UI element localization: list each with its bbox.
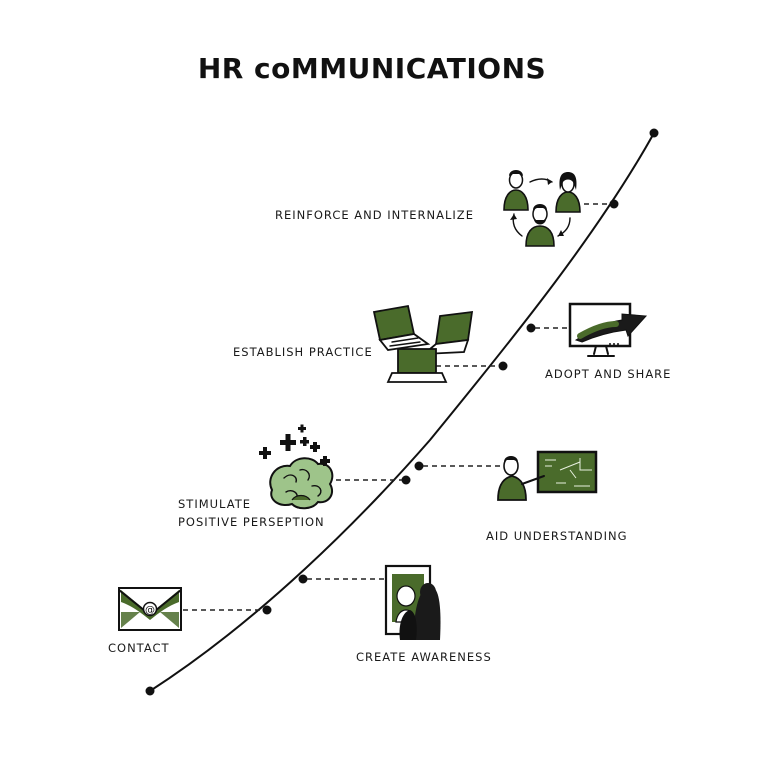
step-dot-adopt-share: [526, 323, 536, 333]
laptops-icon: [372, 304, 474, 383]
monitor-arrow-icon: [568, 302, 648, 357]
teacher-chalkboard-icon: [497, 450, 598, 501]
diagram-title: HR coMMUNICATIONS: [198, 52, 546, 85]
growth-curve: [149, 132, 655, 692]
curve-end-dot: [649, 128, 659, 138]
label-stimulate-line1: STIMULATE: [178, 497, 251, 511]
label-aid-understanding: AID UNDERSTANDING: [486, 529, 628, 543]
step-dot-stimulate: [401, 475, 411, 485]
label-stimulate-line2: POSITIVE PERSEPTION: [178, 515, 325, 529]
label-establish-practice: ESTABLISH PRACTICE: [233, 345, 373, 359]
label-contact: CONTACT: [108, 641, 170, 655]
label-reinforce: REINFORCE AND INTERNALIZE: [275, 208, 474, 222]
curve-start-dot: [145, 686, 155, 696]
label-create-awareness: CREATE AWARENESS: [356, 650, 492, 664]
label-adopt-share: ADOPT AND SHARE: [545, 367, 671, 381]
envelope-icon: @: [118, 587, 182, 631]
step-dot-aid-understanding: [414, 461, 424, 471]
step-dot-reinforce: [609, 199, 619, 209]
step-dot-establish-practice: [498, 361, 508, 371]
poster-viewers-icon: [384, 564, 441, 640]
step-dot-create-awareness: [298, 574, 308, 584]
brain-plus-icon: [259, 424, 334, 510]
svg-text:@: @: [145, 605, 155, 616]
step-dot-contact: [262, 605, 272, 615]
people-cycle-icon: [503, 170, 581, 247]
